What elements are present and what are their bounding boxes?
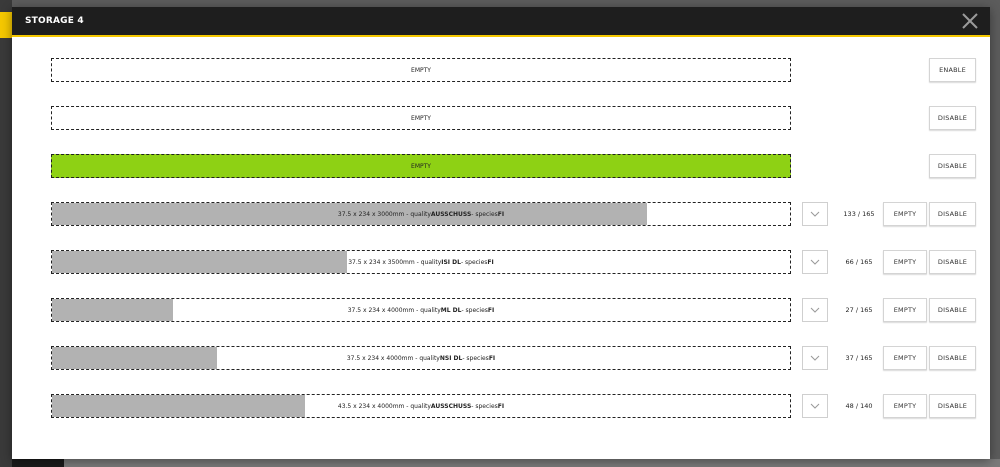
chevron-down-icon [810,307,820,313]
disable-button[interactable]: DISABLE [929,394,976,418]
fill-level [52,299,174,321]
slot-count: 133 / 165 [843,210,875,218]
fill-level [52,347,218,369]
disable-button[interactable]: DISABLE [929,106,976,130]
close-icon[interactable] [960,11,980,31]
slot-description: 37.5 x 234 x 4000 mm - quality ML DL - s… [347,306,495,314]
fill-level [52,395,306,417]
slot-bar: 37.5 x 234 x 4000 mm - quality ML DL - s… [51,298,791,322]
slot-count: 37 / 165 [845,354,873,362]
modal-title: STORAGE 4 [25,16,84,26]
chevron-down-icon [810,211,820,217]
storage-slot-row: 37.5 x 234 x 4000 mm - quality ML DL - s… [12,298,990,322]
background-sidebar [0,0,12,467]
slot-dropdown[interactable] [802,202,828,226]
background-logo [0,12,12,38]
slot-dropdown[interactable] [802,394,828,418]
disable-button[interactable]: DISABLE [929,298,976,322]
slot-count: 66 / 165 [845,258,873,266]
slot-count: 27 / 165 [845,306,873,314]
chevron-down-icon [810,355,820,361]
slot-bar: EMPTY [51,106,791,130]
slot-dropdown[interactable] [802,346,828,370]
enable-button[interactable]: ENABLE [929,58,976,82]
slot-description: 43.5 x 234 x 4000 mm - quality AUSSCHUSS… [337,402,505,410]
slot-description: 37.5 x 234 x 3000 mm - quality AUSSCHUSS… [337,210,505,218]
slot-bar: EMPTY [51,58,791,82]
empty-button[interactable]: EMPTY [883,346,927,370]
slot-bar: 37.5 x 234 x 3000 mm - quality AUSSCHUSS… [51,202,791,226]
modal-header: STORAGE 4 [12,7,990,37]
chevron-down-icon [810,403,820,409]
slot-bar: 37.5 x 234 x 3500 mm - quality ISI DL - … [51,250,791,274]
storage-modal: STORAGE 4 EMPTY ENABLE EMPTY DISABLE [12,7,990,459]
storage-slot-row: 37.5 x 234 x 3500 mm - quality ISI DL - … [12,250,990,274]
chevron-down-icon [810,259,820,265]
storage-slot-row: EMPTY ENABLE [12,58,990,82]
storage-slot-row: 37.5 x 234 x 4000 mm - quality NSI DL - … [12,346,990,370]
storage-slot-row: EMPTY DISABLE [12,154,990,178]
slot-status-text: EMPTY [411,66,431,74]
empty-button[interactable]: EMPTY [883,298,927,322]
storage-slot-row: 37.5 x 234 x 3000 mm - quality AUSSCHUSS… [12,202,990,226]
slot-bar: 37.5 x 234 x 4000 mm - quality NSI DL - … [51,346,791,370]
slot-bar-active: EMPTY [51,154,791,178]
disable-button[interactable]: DISABLE [929,154,976,178]
empty-button[interactable]: EMPTY [883,202,927,226]
slot-status-text: EMPTY [411,114,431,122]
storage-slot-row: EMPTY DISABLE [12,106,990,130]
slot-description: 37.5 x 234 x 4000 mm - quality NSI DL - … [346,354,496,362]
fill-level [52,251,348,273]
slot-dropdown[interactable] [802,250,828,274]
slot-description: 37.5 x 234 x 3500 mm - quality ISI DL - … [348,258,494,266]
disable-button[interactable]: DISABLE [929,250,976,274]
empty-button[interactable]: EMPTY [883,394,927,418]
fill-level [52,203,647,225]
background-overlay [64,459,1000,467]
slot-bar: 43.5 x 234 x 4000 mm - quality AUSSCHUSS… [51,394,791,418]
storage-slot-row: 43.5 x 234 x 4000 mm - quality AUSSCHUSS… [12,394,990,418]
disable-button[interactable]: DISABLE [929,346,976,370]
empty-button[interactable]: EMPTY [883,250,927,274]
slot-dropdown[interactable] [802,298,828,322]
slot-count: 48 / 140 [845,402,873,410]
slot-status-text: EMPTY [411,162,431,170]
background-footer [12,459,64,467]
disable-button[interactable]: DISABLE [929,202,976,226]
